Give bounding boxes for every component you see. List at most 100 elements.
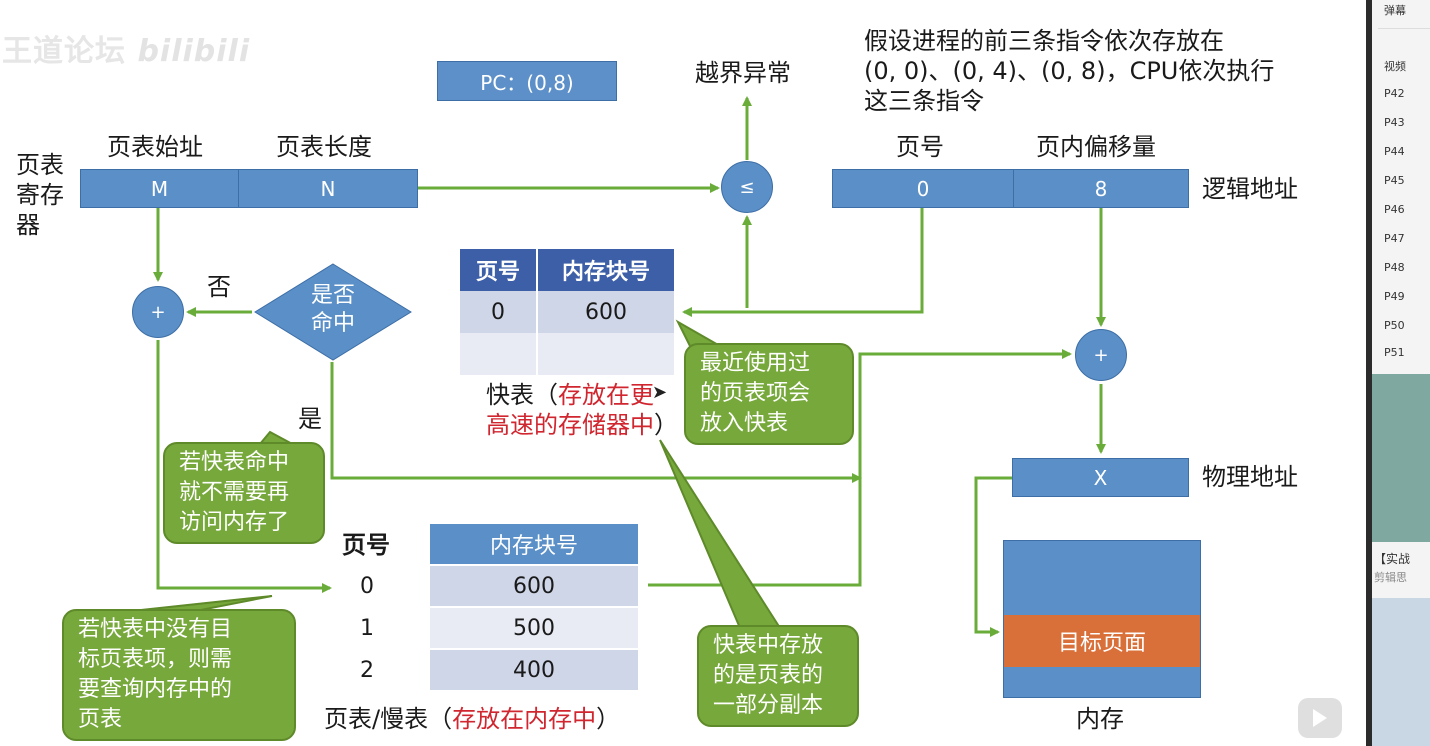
danmaku-tab[interactable]: 弹幕	[1384, 4, 1406, 17]
callout-copy-line-2: 的是页表的	[713, 663, 824, 688]
note-line-3: 这三条指令	[864, 87, 984, 115]
yes-label: 是	[298, 405, 322, 433]
episode-item[interactable]: P45	[1384, 174, 1405, 187]
callout-tlb-copy: 快表中存放 的是页表的 一部分副本	[697, 625, 859, 727]
episode-item[interactable]: P49	[1384, 290, 1405, 303]
mouse-cursor-icon: ➤	[652, 382, 668, 403]
pt-caption: 页表/慢表（存放在内存中）	[324, 704, 620, 734]
callout-recent-line-1: 最近使用过	[700, 351, 811, 376]
pt-page-1: 1	[360, 616, 374, 641]
play-button[interactable]	[1298, 698, 1342, 738]
callout-hit-line-1: 若快表命中	[179, 450, 290, 475]
target-page-label: 目标页面	[1057, 631, 1146, 656]
sidebar: 弹幕 视频 P42 P43 P44 P45 P46 P47 P48 P49 P5…	[1366, 0, 1430, 746]
hit-diamond-text: 是否 命中	[253, 282, 413, 338]
callout-hit-line-2: 就不需要再	[179, 480, 290, 505]
hit-diamond-line-1: 是否	[310, 283, 355, 308]
callout-copy-line-1: 快表中存放	[713, 633, 824, 658]
adder-right-symbol: +	[1093, 344, 1109, 366]
adder-left-symbol: +	[150, 301, 166, 323]
pt-caption-suffix: ）	[596, 705, 621, 733]
recommend-title[interactable]: 【实战	[1374, 552, 1411, 566]
recommend-thumbnail-2[interactable]	[1372, 598, 1430, 746]
tlb-caption: 快表（存放在更 高速的存储器中）	[486, 380, 678, 440]
episode-item[interactable]: P50	[1384, 319, 1405, 332]
note-line-1: 假设进程的前三条指令依次存放在	[864, 27, 1224, 55]
pt-block-0-value: 600	[513, 573, 555, 599]
episode-item[interactable]: P51	[1384, 346, 1405, 359]
episode-item[interactable]: P48	[1384, 261, 1405, 274]
logical-address-label: 逻辑地址	[1202, 175, 1298, 203]
no-label: 否	[207, 273, 231, 301]
callout-miss-line-1: 若快表中没有目	[78, 617, 233, 642]
pt-col-block: 内存块号	[430, 524, 638, 564]
physical-address-value: X	[1093, 465, 1108, 490]
callout-miss-line-3: 要查询内存中的	[78, 677, 233, 702]
episode-item[interactable]: P46	[1384, 203, 1405, 216]
ptr-start-header: 页表始址	[107, 133, 203, 161]
physical-address-cell: X	[1012, 458, 1189, 497]
callout-tlb-miss: 若快表中没有目 标页表项，则需 要查询内存中的 页表	[62, 609, 296, 741]
pt-block-2: 400	[430, 650, 638, 690]
pt-block-2-value: 400	[513, 657, 555, 683]
episode-item[interactable]: P43	[1384, 116, 1405, 129]
ptr-start-value: M	[150, 176, 169, 201]
pt-page-0: 0	[360, 574, 374, 599]
physical-address-label: 物理地址	[1202, 463, 1298, 491]
hit-diamond-line-2: 命中	[310, 311, 355, 336]
callout-recent-line-2: 的页表项会	[700, 381, 811, 406]
tlb-row: 0 600	[460, 291, 674, 333]
flow-arrows	[121, 96, 1106, 637]
ptr-label-line-3: 器	[16, 211, 40, 239]
pt-col-block-text: 内存块号	[489, 534, 578, 559]
memory-block: 目标页面	[1003, 540, 1201, 698]
episode-item[interactable]: P47	[1384, 232, 1405, 245]
ptr-start-cell: M	[80, 169, 239, 208]
callout-tlb-hit: 若快表命中 就不需要再 访问内存了	[163, 442, 325, 544]
logical-offset-header: 页内偏移量	[1036, 133, 1156, 161]
pc-box: PC：(0,8)	[437, 61, 617, 101]
compare-node: ≤	[721, 161, 773, 213]
video-list-title: 视频	[1384, 60, 1406, 73]
sidebar-divider	[1378, 28, 1430, 29]
play-icon	[1313, 709, 1327, 727]
episode-item[interactable]: P42	[1384, 87, 1405, 100]
pt-page-2: 2	[360, 658, 374, 683]
ptr-length-value: N	[320, 176, 336, 201]
hit-diamond	[254, 263, 412, 361]
callout-hit-line-3: 访问内存了	[179, 510, 290, 535]
callout-recent-entries: 最近使用过 的页表项会 放入快表	[684, 343, 854, 445]
logical-page-cell: 0	[832, 169, 1014, 208]
tlb-cell-page: 0	[460, 291, 537, 333]
tlb-cell-block: 600	[536, 291, 674, 333]
ptr-length-header: 页表长度	[276, 133, 372, 161]
target-page: 目标页面	[1004, 615, 1200, 667]
tlb-col-block: 内存块号	[536, 249, 674, 291]
callout-miss-line-4: 页表	[78, 707, 123, 732]
ptr-label: 页表 寄存 器	[16, 150, 64, 240]
callout-miss-line-2: 标页表项，则需	[78, 647, 233, 672]
pt-col-page: 页号	[342, 531, 390, 559]
pt-block-0: 600	[430, 566, 638, 606]
logical-offset-value: 8	[1094, 176, 1108, 201]
assumption-note: 假设进程的前三条指令依次存放在 (0, 0)、(0, 4)、(0, 8)，CPU…	[864, 26, 1274, 116]
pt-caption-highlight: 存放在内存中	[452, 705, 597, 733]
logical-page-value: 0	[916, 176, 930, 201]
callout-copy-line-3: 一部分副本	[713, 693, 824, 718]
adder-left: +	[132, 286, 184, 338]
recommend-thumbnail[interactable]	[1372, 374, 1430, 542]
pc-value: PC：(0,8)	[480, 70, 574, 95]
memory-label: 内存	[1076, 705, 1124, 733]
episode-item[interactable]: P44	[1384, 145, 1405, 158]
tlb-caption-highlight-2: 高速的存储器中	[486, 411, 654, 439]
ptr-length-cell: N	[238, 169, 418, 208]
bilibili-logo: bilibili	[137, 34, 251, 69]
tlb-row	[460, 333, 674, 375]
tlb-cell-block	[536, 333, 674, 375]
tlb-caption-suffix: ）	[654, 411, 678, 439]
logical-offset-cell: 8	[1013, 169, 1189, 208]
tlb-caption-prefix: 快表（	[486, 381, 558, 409]
note-line-2: (0, 0)、(0, 4)、(0, 8)，CPU依次执行	[864, 57, 1275, 85]
tlb-table: 页号 内存块号 0 600	[460, 249, 674, 375]
watermark-text: 王道论坛	[2, 34, 126, 69]
